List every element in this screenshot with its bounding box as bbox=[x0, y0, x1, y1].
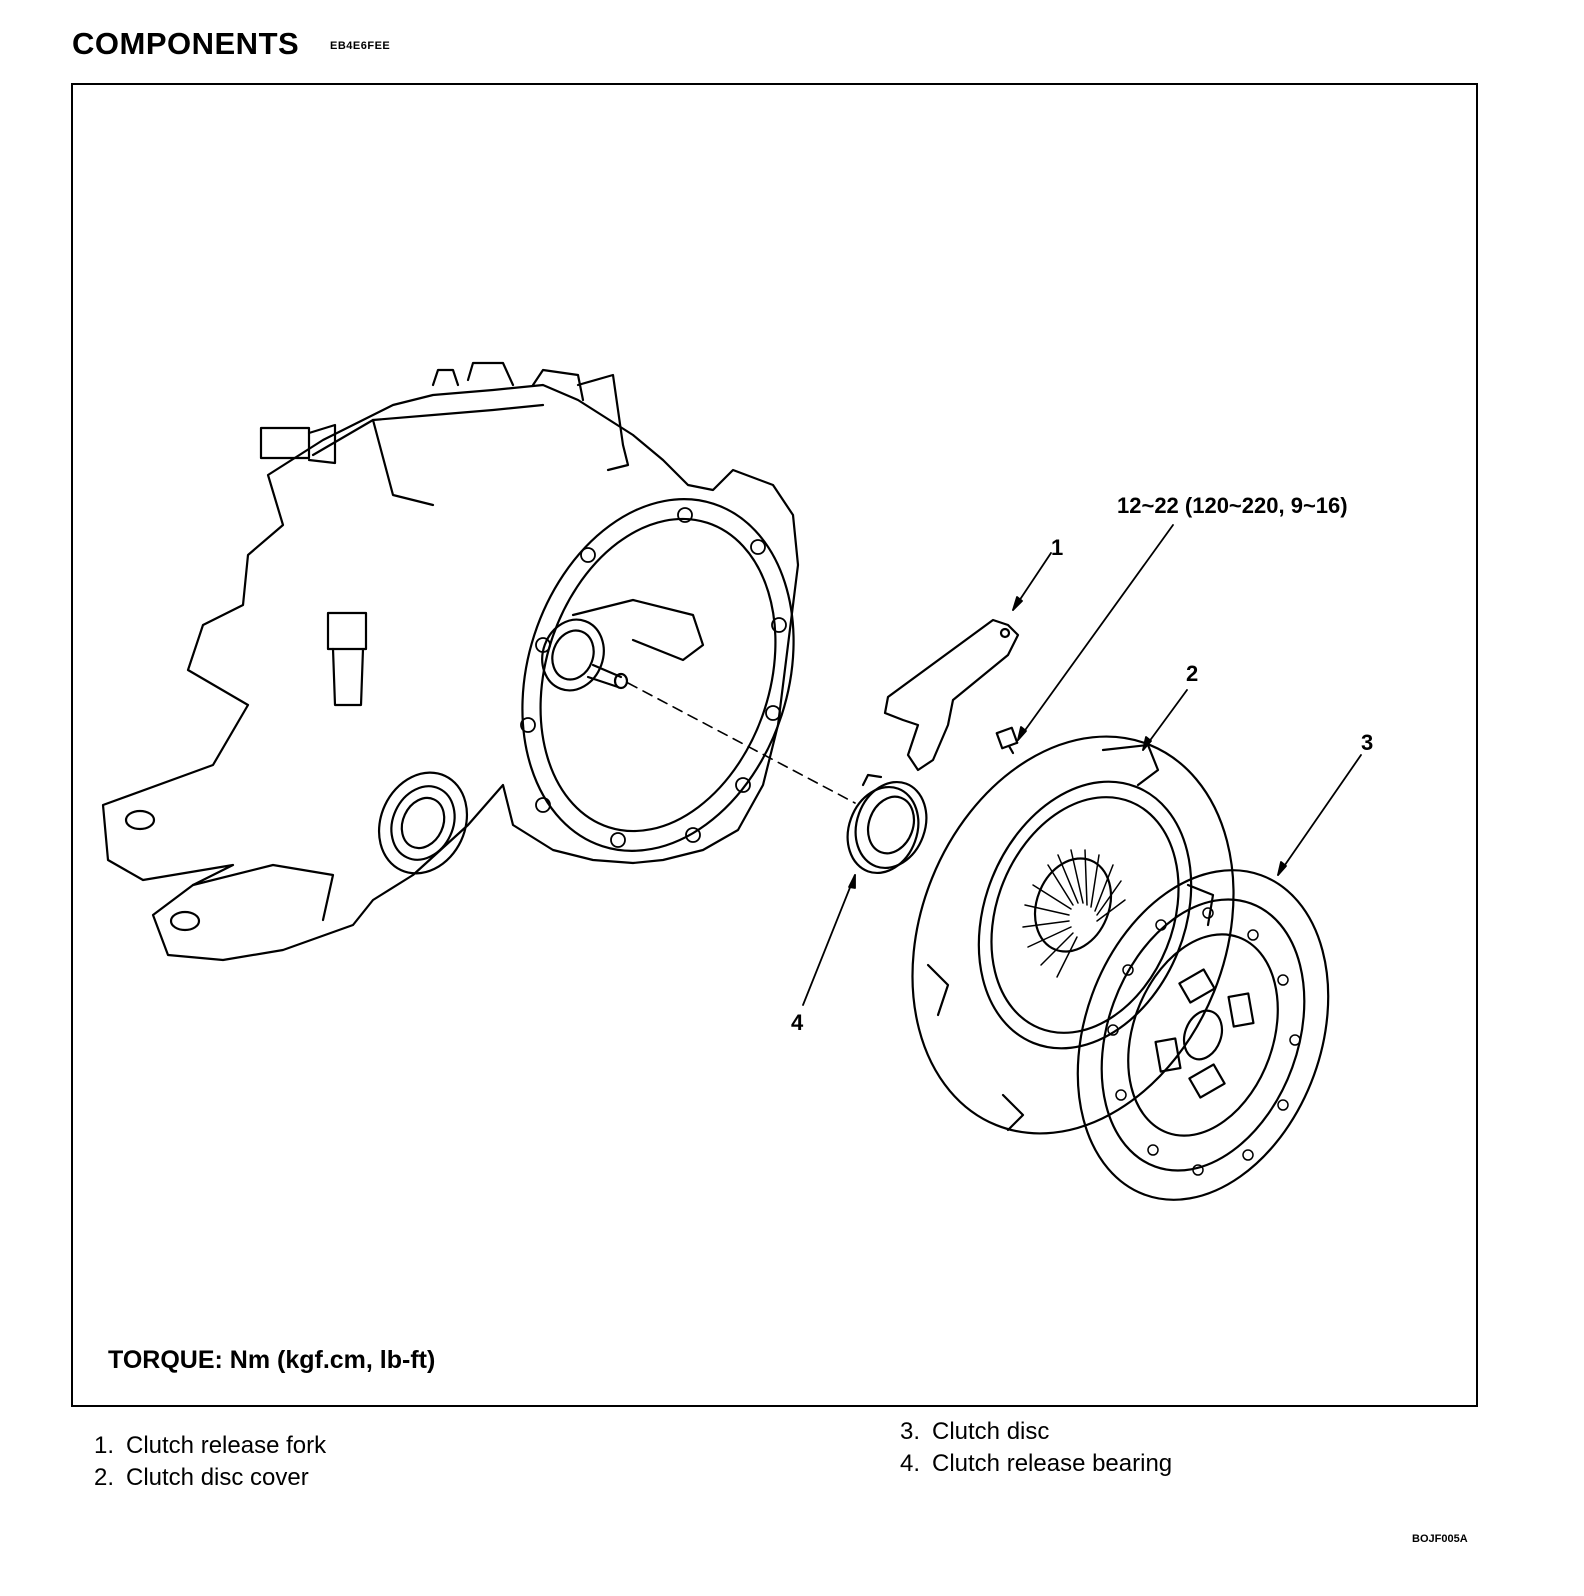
legend-number: 3. bbox=[900, 1418, 921, 1445]
torque-units-note: TORQUE: Nm (kgf.cm, lb-ft) bbox=[108, 1346, 436, 1374]
legend-number: 2. bbox=[94, 1464, 115, 1491]
legend-item: 2. Clutch disc cover bbox=[94, 1464, 309, 1492]
release-bearing-part bbox=[846, 773, 928, 875]
legend-item: 1. Clutch release fork bbox=[94, 1432, 326, 1460]
legend-item: 3. Clutch disc bbox=[900, 1418, 1049, 1446]
legend-number: 4. bbox=[900, 1450, 921, 1477]
legend-label: Clutch disc bbox=[932, 1418, 1050, 1445]
torque-spec-label: 12~22 (120~220, 9~16) bbox=[1117, 493, 1348, 518]
callout-2: 2 bbox=[1186, 661, 1199, 686]
callout-4: 4 bbox=[791, 1010, 804, 1035]
legend-number: 1. bbox=[94, 1432, 115, 1459]
leader-lines bbox=[802, 524, 1362, 1006]
transaxle-housing bbox=[101, 361, 800, 962]
callout-3: 3 bbox=[1361, 730, 1374, 755]
alignment-line bbox=[627, 682, 856, 804]
exploded-view-drawing bbox=[101, 361, 1362, 1201]
clutch-disc-part bbox=[1076, 869, 1330, 1201]
legend-item: 4. Clutch release bearing bbox=[900, 1450, 1172, 1478]
release-fork-part bbox=[883, 618, 1020, 772]
legend-label: Clutch disc cover bbox=[126, 1464, 309, 1491]
cover-bolt-part bbox=[995, 726, 1019, 755]
legend-label: Clutch release fork bbox=[126, 1432, 327, 1459]
figure-frame: 12~22 (120~220, 9~16) 1 2 3 4 TORQUE: Nm… bbox=[71, 83, 1478, 1407]
figure-id: BOJF005A bbox=[1412, 1533, 1468, 1545]
callout-1: 1 bbox=[1051, 535, 1064, 560]
section-code: EB4E6FEE bbox=[330, 40, 391, 52]
legend-label: Clutch release bearing bbox=[932, 1450, 1173, 1477]
page-title: COMPONENTS bbox=[72, 26, 300, 61]
